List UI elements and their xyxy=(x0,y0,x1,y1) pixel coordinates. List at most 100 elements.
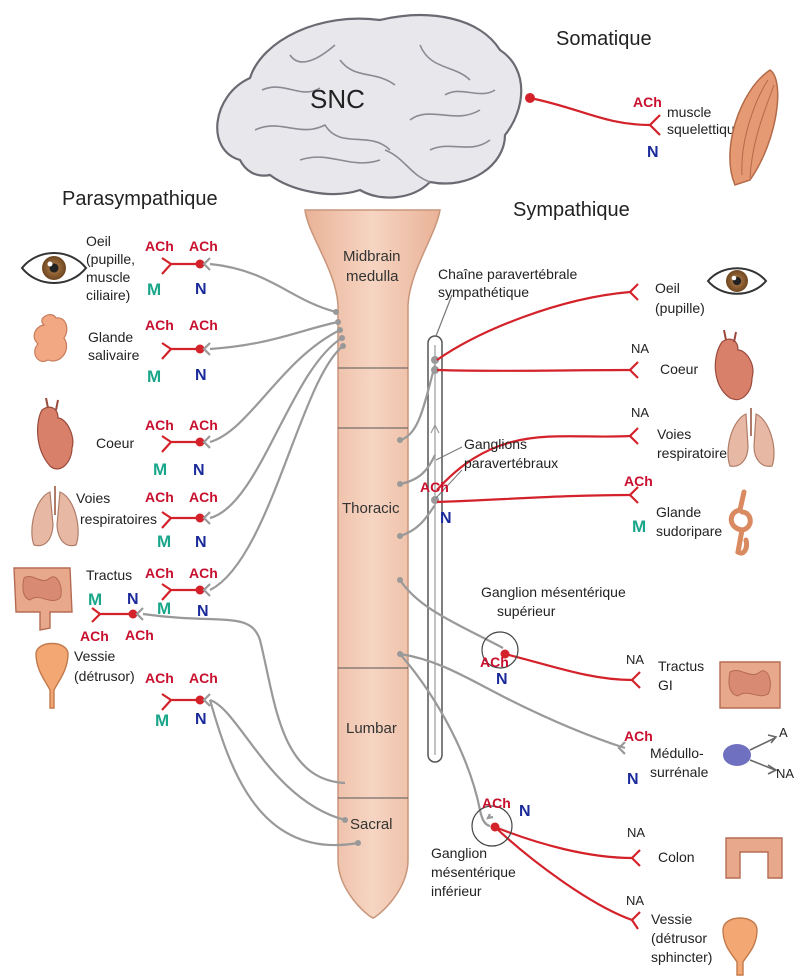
svg-text:Vessie: Vessie xyxy=(651,911,692,927)
svg-text:ACh: ACh xyxy=(189,317,218,333)
somatic-target-l1: muscle xyxy=(667,104,712,120)
somatic-header: Somatique xyxy=(556,28,652,50)
segment-medulla: medulla xyxy=(346,268,399,285)
svg-text:N: N xyxy=(195,281,207,298)
somatic-ach-label: ACh xyxy=(633,94,662,110)
svg-text:Ganglions: Ganglions xyxy=(464,436,527,452)
svg-text:N: N xyxy=(627,771,639,788)
svg-text:ACh: ACh xyxy=(189,417,218,433)
svg-text:NA: NA xyxy=(626,652,644,667)
svg-text:M: M xyxy=(147,367,161,386)
svg-text:ACh: ACh xyxy=(624,728,653,744)
svg-text:ACh: ACh xyxy=(125,627,154,643)
svg-text:Tractus: Tractus xyxy=(658,658,704,674)
bladder-icon xyxy=(36,644,68,709)
noradrenaline-label: NA xyxy=(776,766,794,781)
svg-text:M: M xyxy=(147,280,161,299)
svg-text:Médullo-: Médullo- xyxy=(650,745,704,761)
svg-text:muscle: muscle xyxy=(86,269,131,285)
svg-text:N: N xyxy=(440,510,452,527)
svg-text:sympathétique: sympathétique xyxy=(438,284,529,300)
somatic-target-l2: squelettique xyxy=(667,121,743,137)
svg-text:Oeil: Oeil xyxy=(86,233,111,249)
symp-gi-label: Tractus GI xyxy=(658,658,704,693)
segment-lumbar: Lumbar xyxy=(346,720,397,737)
eye-icon xyxy=(22,253,86,283)
symp-adrenal-label: Médullo- surrénale xyxy=(650,745,709,780)
svg-text:ciliaire): ciliaire) xyxy=(86,287,130,303)
svg-text:sudoripare: sudoripare xyxy=(656,523,722,539)
svg-text:Glande: Glande xyxy=(656,504,701,520)
inferior-ganglion-terminal xyxy=(488,814,493,818)
chain-label: Chaîne paravertébrale sympathétique xyxy=(438,266,578,300)
svg-text:N: N xyxy=(197,603,209,620)
svg-text:NA: NA xyxy=(631,405,649,420)
svg-text:Oeil: Oeil xyxy=(655,280,680,296)
svg-text:Glande: Glande xyxy=(88,329,133,345)
svg-text:mésentérique: mésentérique xyxy=(431,864,516,880)
svg-text:respiratoires: respiratoires xyxy=(657,445,734,461)
symp-sweat-label: Glande sudoripare xyxy=(656,504,722,539)
sweat-gland-icon xyxy=(731,492,750,553)
svg-text:N: N xyxy=(195,711,207,728)
svg-text:ACh: ACh xyxy=(480,654,509,670)
inferior-ganglion-label: Ganglion mésentérique inférieur xyxy=(431,845,516,899)
svg-text:N: N xyxy=(127,591,139,608)
svg-text:ACh: ACh xyxy=(482,795,511,811)
sympathetic-header: Sympathique xyxy=(513,199,630,221)
svg-text:ACh: ACh xyxy=(189,238,218,254)
svg-text:N: N xyxy=(195,367,207,384)
heart-icon xyxy=(38,398,73,469)
svg-text:Chaîne paravertébrale: Chaîne paravertébrale xyxy=(438,266,578,282)
svg-text:N: N xyxy=(193,462,205,479)
segment-thoracic: Thoracic xyxy=(342,500,400,517)
svg-text:Ganglion mésentérique: Ganglion mésentérique xyxy=(481,584,626,600)
svg-text:ACh: ACh xyxy=(145,417,174,433)
brain-illustration: SNC xyxy=(217,15,521,197)
svg-text:(pupille,: (pupille, xyxy=(86,251,135,267)
svg-text:(détrusor: (détrusor xyxy=(651,930,707,946)
eye-icon xyxy=(708,268,766,294)
svg-text:N: N xyxy=(496,671,508,688)
para-tract-label: Tractus xyxy=(86,567,132,583)
svg-text:GI: GI xyxy=(658,677,673,693)
para-synapse-eye: ACh ACh M N xyxy=(145,238,218,299)
segment-sacral: Sacral xyxy=(350,816,393,833)
svg-text:(détrusor): (détrusor) xyxy=(74,668,135,684)
para-synapse-salivary: ACh ACh M N xyxy=(145,317,218,386)
lungs-icon xyxy=(728,408,774,466)
heart-icon xyxy=(715,330,753,400)
paravertebral-ganglia-label: Ganglions paravertébraux xyxy=(436,436,558,498)
svg-text:ACh: ACh xyxy=(624,473,653,489)
symp-airways-label: Voies respiratoires xyxy=(657,426,734,461)
para-preganglionic-fibers xyxy=(143,264,361,846)
symp-heart-label: Coeur xyxy=(660,361,698,377)
segment-midbrain: Midbrain xyxy=(343,248,401,265)
svg-text:M: M xyxy=(632,517,646,536)
svg-text:ACh: ACh xyxy=(189,489,218,505)
para-synapse-heart: ACh ACh M N xyxy=(145,417,218,479)
svg-text:ACh: ACh xyxy=(145,317,174,333)
symp-bladder-label: Vessie (détrusor sphincter) xyxy=(651,911,712,965)
svg-text:ACh: ACh xyxy=(420,479,449,495)
svg-text:ACh: ACh xyxy=(189,565,218,581)
para-bladder-label: Vessie (détrusor) xyxy=(74,648,135,684)
svg-text:salivaire: salivaire xyxy=(88,347,140,363)
svg-text:M: M xyxy=(157,532,171,551)
svg-text:(pupille): (pupille) xyxy=(655,300,705,316)
svg-text:NA: NA xyxy=(631,341,649,356)
svg-text:ACh: ACh xyxy=(145,238,174,254)
para-synapse-tract: ACh ACh M N xyxy=(145,565,218,620)
svg-text:Vessie: Vessie xyxy=(74,648,115,664)
sympathetic-chain xyxy=(428,295,452,762)
para-salivary-label: Glande salivaire xyxy=(88,329,140,363)
adrenaline-label: A xyxy=(779,725,788,740)
svg-text:paravertébraux: paravertébraux xyxy=(464,455,558,471)
svg-text:inférieur: inférieur xyxy=(431,883,482,899)
cns-label: SNC xyxy=(310,84,365,114)
svg-text:M: M xyxy=(153,460,167,479)
colon-icon xyxy=(726,838,782,878)
svg-text:NA: NA xyxy=(626,893,644,908)
svg-text:M: M xyxy=(88,590,102,609)
svg-text:Voies: Voies xyxy=(76,490,110,506)
